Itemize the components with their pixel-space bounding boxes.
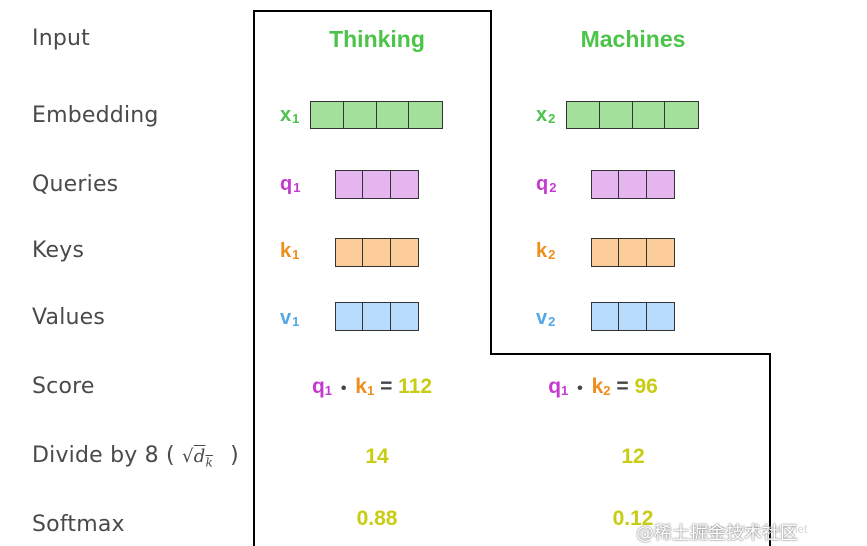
row-label-keys: Keys bbox=[32, 238, 85, 263]
row-label-values: Values bbox=[32, 305, 106, 330]
score-thinking: q1 • k1 = 112 bbox=[311, 375, 433, 398]
q1-query-vector bbox=[335, 170, 419, 199]
v1-value-vector bbox=[335, 302, 419, 331]
v2-label: v2 bbox=[536, 307, 556, 329]
row-label-input: Input bbox=[32, 26, 90, 51]
faint-url-watermark: https://blog.csdn.net bbox=[700, 522, 808, 536]
k1-label: k1 bbox=[280, 240, 300, 262]
row-label-embedding: Embedding bbox=[32, 103, 159, 128]
sqrt-dk-formula: √dk bbox=[182, 446, 213, 470]
x2-label: x2 bbox=[536, 104, 556, 126]
word-machines: Machines bbox=[580, 26, 686, 52]
row-label-score: Score bbox=[32, 374, 95, 399]
word-thinking: Thinking bbox=[329, 26, 425, 52]
row-label-queries: Queries bbox=[32, 172, 119, 197]
sqrt-base: d bbox=[193, 446, 206, 467]
row-label-divide: Divide by 8 ( √dk ) bbox=[32, 443, 239, 470]
k1-key-vector bbox=[335, 238, 419, 267]
score-machines: q1 • k2 = 96 bbox=[548, 375, 658, 398]
k2-label: k2 bbox=[536, 240, 556, 262]
k2-key-vector bbox=[591, 238, 675, 267]
x2-embedding-vector bbox=[566, 101, 699, 129]
divide-prefix: Divide by 8 ( bbox=[32, 443, 175, 468]
q1-label: q1 bbox=[280, 173, 301, 195]
q2-label: q2 bbox=[536, 173, 557, 195]
x1-label: x1 bbox=[280, 104, 300, 126]
sqrt-sub: k bbox=[205, 455, 213, 470]
row-label-softmax: Softmax bbox=[32, 512, 125, 537]
v1-label: v1 bbox=[280, 307, 300, 329]
softmax-thinking: 0.88 bbox=[356, 507, 398, 530]
divided-machines: 12 bbox=[621, 445, 645, 468]
divided-thinking: 14 bbox=[365, 445, 389, 468]
v2-value-vector bbox=[591, 302, 675, 331]
x1-embedding-vector bbox=[310, 101, 443, 129]
q2-query-vector bbox=[591, 170, 675, 199]
softmax-machines: 0.12 bbox=[612, 507, 654, 530]
juejin-watermark: @稀土掘金技术社区 bbox=[636, 523, 798, 544]
divide-suffix: ) bbox=[230, 443, 239, 468]
